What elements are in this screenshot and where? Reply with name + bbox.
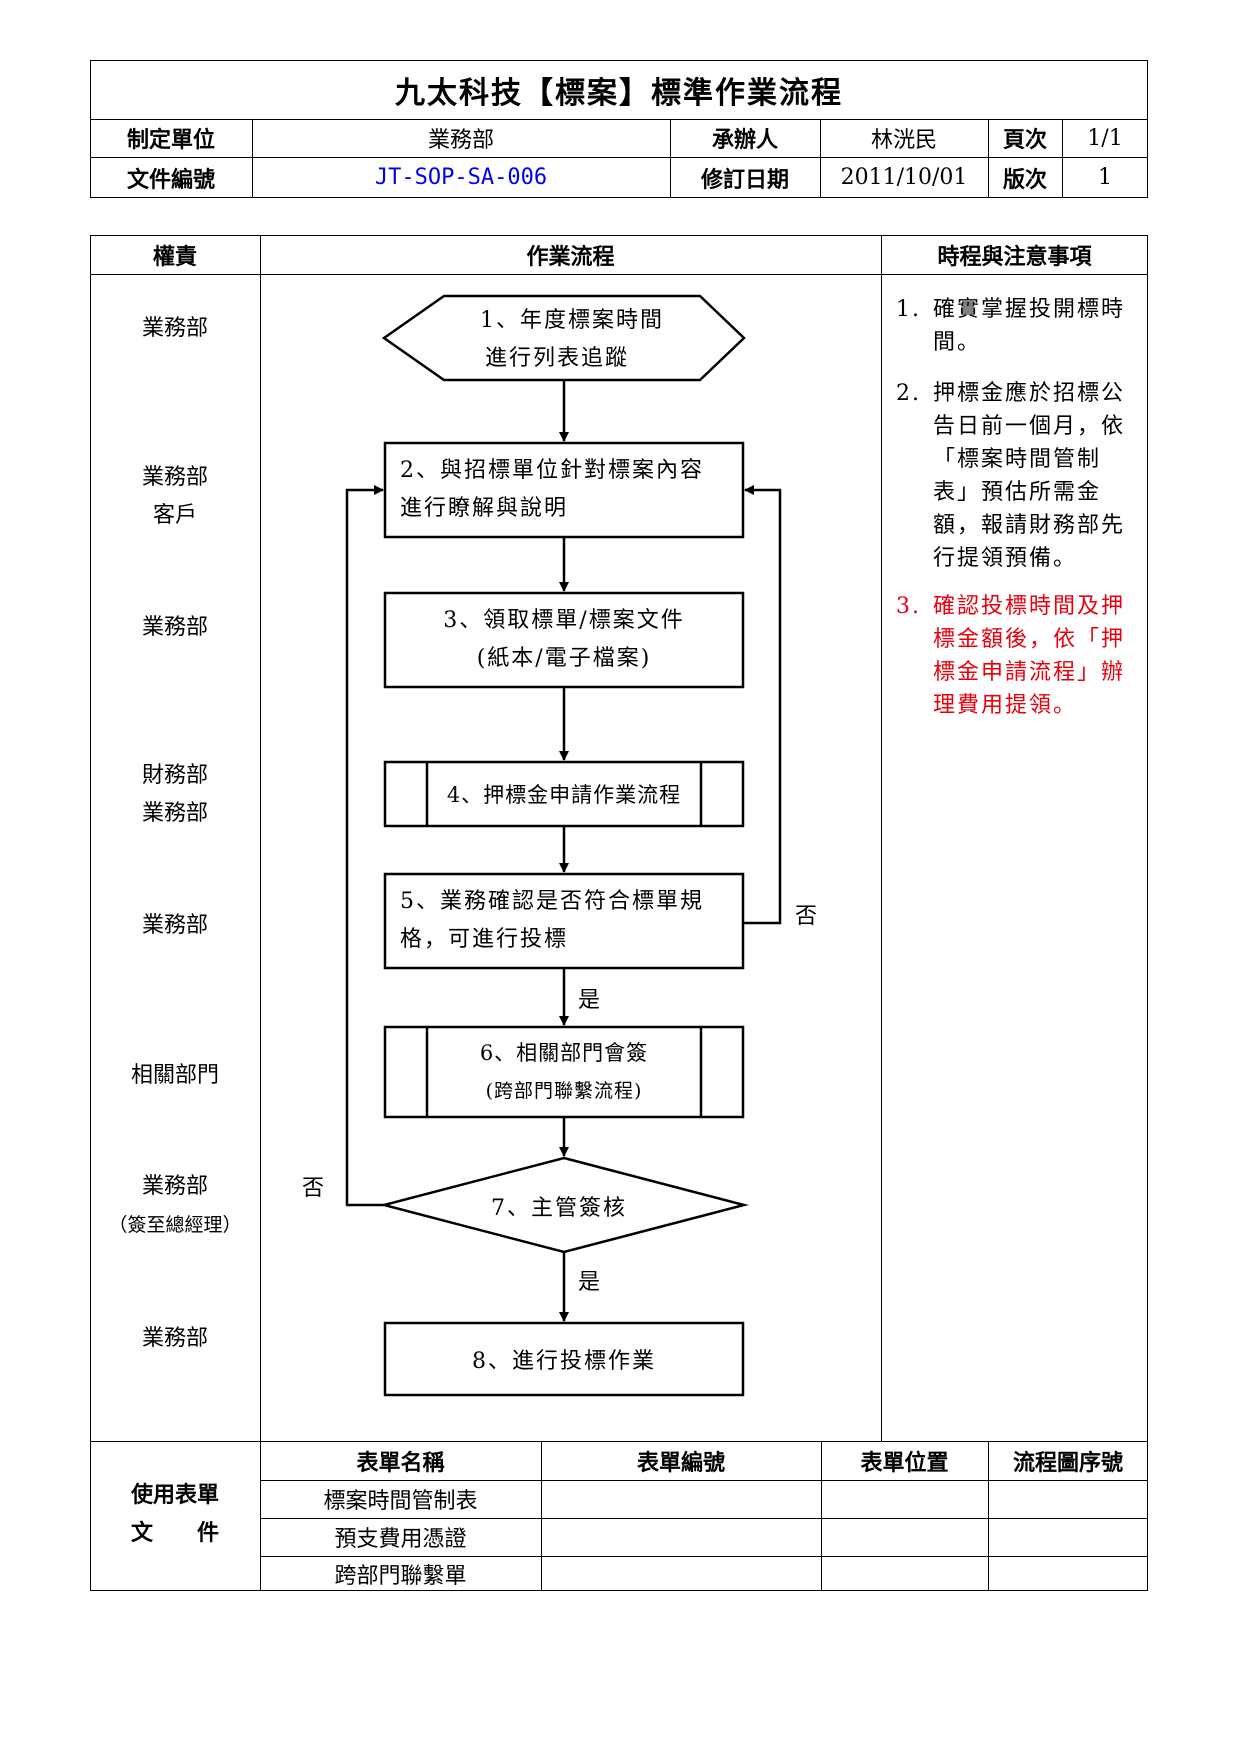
unit-value: 業務部 xyxy=(427,128,494,153)
forms-row-2-name: 預支費用憑證 xyxy=(334,1527,467,1552)
header-table xyxy=(90,60,1148,198)
doc-no-label: 文件編號 xyxy=(126,166,215,193)
forms-section-label: 使用表單文 件 xyxy=(130,1482,219,1546)
role-step-2: 業務部客戶 xyxy=(141,465,208,528)
role-step-6: 相關部門 xyxy=(130,1063,219,1088)
doc-no-value: JT-SOP-SA-006 xyxy=(374,165,548,190)
role-step-4: 財務部業務部 xyxy=(141,763,208,826)
step-6-text: 6、相關部門會簽(跨部門聯繫流程) xyxy=(479,1041,649,1102)
column-header-flow: 作業流程 xyxy=(526,243,615,270)
page-label: 頁次 xyxy=(1002,127,1047,153)
step-1-text: 1、年度標案時間進行列表追蹤 xyxy=(480,308,664,371)
step-8-text: 8、進行投標作業 xyxy=(472,1349,656,1374)
version-value: 1 xyxy=(1098,165,1112,190)
step-5-text: 5、業務確認是否符合標單規格，可進行投標 xyxy=(400,889,704,952)
forms-row-3-name: 跨部門聯繫單 xyxy=(334,1563,467,1589)
step-4-text: 4、押標金申請作業流程 xyxy=(446,783,682,807)
version-label: 版次 xyxy=(1002,166,1047,193)
document-title: 九太科技【標案】標準作業流程 xyxy=(395,76,843,111)
column-header-notes: 時程與注意事項 xyxy=(937,243,1092,270)
step-5-yes-label: 是 xyxy=(578,988,601,1013)
step-3-text: 3、領取標單/標案文件(紙本/電子檔案) xyxy=(443,608,685,671)
rev-date-label: 修訂日期 xyxy=(700,166,789,193)
handler-value: 林洸民 xyxy=(870,128,937,153)
forms-header-location: 表單位置 xyxy=(860,1449,949,1476)
page-value: 1/1 xyxy=(1087,125,1123,151)
step-7-yes-label: 是 xyxy=(578,1270,601,1295)
forms-row-1-name: 標案時間管制表 xyxy=(323,1489,478,1514)
role-step-3: 業務部 xyxy=(141,615,208,640)
forms-header-name: 表單名稱 xyxy=(356,1449,445,1476)
unit-label: 制定單位 xyxy=(126,127,215,153)
step-7-text: 7、主管簽核 xyxy=(491,1196,627,1221)
main-table xyxy=(90,235,1148,1591)
role-step-1: 業務部 xyxy=(141,316,208,341)
step-5-no-label: 否 xyxy=(795,904,818,929)
step-2-text: 2、與招標單位針對標案內容進行瞭解與說明 xyxy=(400,458,704,521)
step-7-no-label: 否 xyxy=(302,1176,325,1201)
handler-label: 承辦人 xyxy=(711,127,778,153)
column-header-responsibility: 權責 xyxy=(152,243,197,270)
forms-header-flow-no: 流程圖序號 xyxy=(1012,1449,1123,1476)
role-step-7: 業務部（簽至總經理） xyxy=(108,1174,242,1236)
forms-header-number: 表單編號 xyxy=(636,1449,725,1476)
role-step-8: 業務部 xyxy=(141,1326,208,1351)
rev-date-value: 2011/10/01 xyxy=(840,165,968,190)
role-step-5: 業務部 xyxy=(141,913,208,938)
